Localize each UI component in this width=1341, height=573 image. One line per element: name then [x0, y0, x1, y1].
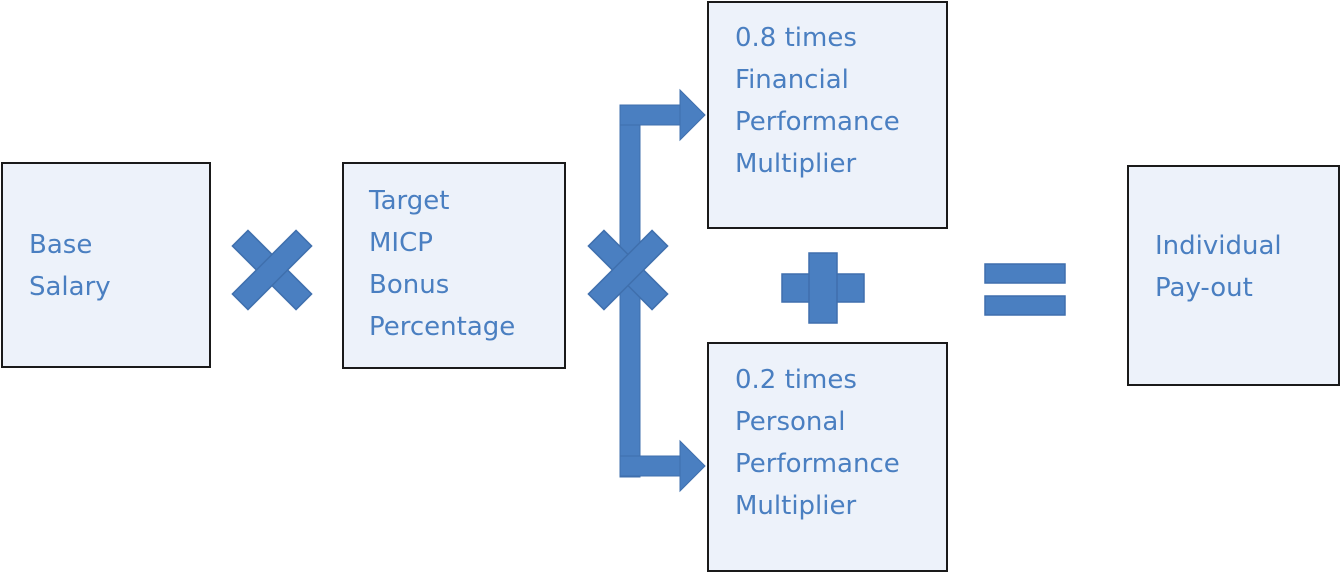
base-salary-line-2: Salary — [29, 272, 111, 302]
financial-line-1: 0.8 times — [735, 23, 857, 53]
branch-upper-arrowhead — [679, 88, 706, 142]
payout-line-2: Pay-out — [1155, 273, 1253, 303]
base-salary-box: Base Salary — [1, 162, 211, 368]
plus-icon — [781, 252, 865, 324]
base-salary-line-1: Base — [29, 230, 93, 260]
target-bonus-line-2: MICP — [369, 228, 433, 258]
personal-line-3: Performance — [735, 449, 900, 479]
branch-lower-arrowhead — [679, 439, 706, 493]
target-bonus-line-4: Percentage — [369, 312, 516, 342]
target-bonus-line-3: Bonus — [369, 270, 450, 300]
target-bonus-line-1: Target — [369, 186, 450, 216]
individual-payout-box: Individual Pay-out — [1127, 165, 1340, 386]
branch-upper-shaft — [619, 104, 683, 126]
personal-line-2: Personal — [735, 407, 846, 437]
financial-line-2: Financial — [735, 65, 849, 95]
personal-multiplier-box: 0.2 times Personal Performance Multiplie… — [707, 342, 948, 572]
branch-lower-shaft — [619, 455, 683, 477]
branch-arrow — [619, 88, 706, 493]
personal-line-4: Multiplier — [735, 491, 857, 521]
multiply-icon — [587, 229, 669, 311]
financial-line-3: Performance — [735, 107, 900, 137]
target-bonus-box: Target MICP Bonus Percentage — [342, 162, 566, 369]
financial-multiplier-box: 0.8 times Financial Performance Multipli… — [707, 1, 948, 229]
multiply-icon — [231, 229, 313, 311]
personal-line-1: 0.2 times — [735, 365, 857, 395]
financial-line-4: Multiplier — [735, 149, 857, 179]
payout-line-1: Individual — [1155, 231, 1282, 261]
equals-icon — [984, 263, 1066, 316]
